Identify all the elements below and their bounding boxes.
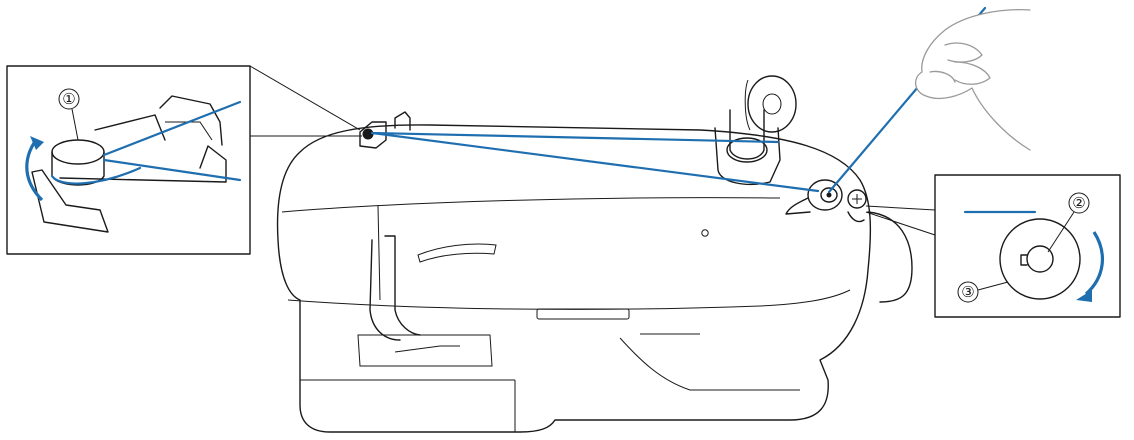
winder-bobbin — [807, 179, 843, 211]
side-face-line — [377, 205, 381, 301]
leader-bottom-right — [865, 211, 936, 236]
panel-seam — [281, 197, 781, 213]
inset-thread-lower — [102, 158, 242, 182]
spool-body — [729, 109, 765, 160]
arrowhead-left — [30, 136, 44, 150]
screw-dot — [701, 229, 709, 237]
front-seam — [287, 289, 851, 310]
spool-edge — [744, 79, 751, 131]
bracket-hook-inner — [165, 121, 213, 141]
spool-hole — [762, 93, 782, 115]
inset-bobbin: ② ③ — [865, 174, 1121, 318]
guide-knob — [362, 128, 374, 140]
winder-bobbin-hub — [820, 187, 838, 203]
stopper-mark — [852, 194, 862, 204]
stopper-base — [847, 211, 865, 223]
upper-thread-guide — [359, 111, 411, 149]
needle-bar — [369, 239, 401, 341]
handwheel — [867, 211, 913, 303]
bracket-hook — [159, 95, 223, 146]
winder-base — [785, 197, 811, 215]
guide-plate — [394, 111, 411, 131]
presser-bar — [384, 235, 421, 336]
callout-1-label: ① — [62, 90, 75, 108]
callout-2-circle — [1068, 192, 1090, 214]
machine-outline — [276, 124, 872, 433]
dial-window — [417, 243, 497, 263]
inset-frame-right — [934, 174, 1121, 318]
bobbin-outer — [999, 218, 1081, 300]
thumb-tip — [929, 70, 956, 83]
bobbin-winder — [785, 179, 867, 223]
inset-thread-guide: ① — [6, 65, 362, 255]
bobbin-hub — [1026, 245, 1054, 273]
spool-cap — [747, 75, 797, 133]
inset-frame-left — [6, 65, 251, 255]
callout-1-leader — [71, 108, 79, 141]
guide-disc-side — [51, 151, 105, 186]
needle-plate — [357, 334, 493, 367]
thread-guide-to-bobbin — [370, 131, 820, 193]
callout-3-circle — [957, 281, 979, 303]
cutter-slot — [536, 308, 630, 320]
winder-stopper — [847, 189, 867, 209]
arrowhead-right — [1076, 290, 1092, 302]
feed-dog — [394, 345, 460, 353]
guide-disc-top — [51, 139, 105, 165]
callout-2-leader — [1047, 211, 1075, 253]
thread-spool-to-guide — [370, 131, 780, 144]
callout-2-label: ② — [1072, 194, 1085, 212]
bracket-foot — [31, 169, 109, 233]
inset-thread-upper — [102, 100, 242, 157]
rotation-arrow-right — [1084, 231, 1104, 296]
callout-3-label: ③ — [961, 283, 974, 301]
rotation-arrow-left — [25, 139, 44, 202]
bracket-arm — [59, 145, 227, 183]
callout-1-circle — [58, 88, 80, 110]
bobbin-notch — [1020, 254, 1028, 266]
lower-front-curve — [619, 337, 800, 391]
hand-illustration — [915, 9, 1031, 151]
leader-top-left — [249, 65, 361, 131]
spool-base — [726, 137, 768, 163]
sewing-machine-body — [276, 124, 913, 433]
finger-middle — [954, 61, 991, 85]
winder-shaft — [826, 192, 832, 198]
guide-housing — [359, 121, 387, 149]
callout-3-leader — [977, 281, 1009, 291]
leader-top-right — [865, 205, 936, 211]
inset-thread-wrap — [50, 166, 142, 185]
spool-assembly — [714, 75, 797, 186]
thread-path — [370, 6, 987, 194]
spool-holder — [714, 127, 781, 186]
